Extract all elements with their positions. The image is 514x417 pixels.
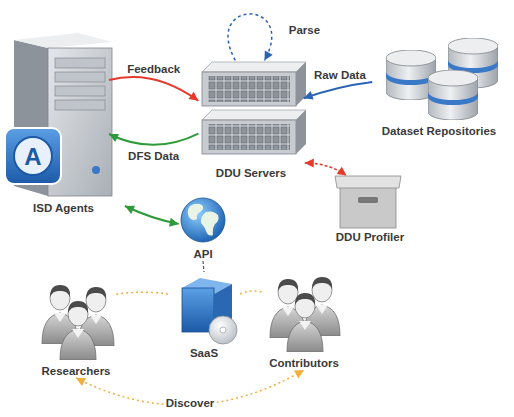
node-label: SaaS [190, 347, 218, 360]
connector [203, 261, 204, 272]
user-group: Researchers [36, 276, 116, 378]
profiler-box [358, 197, 378, 203]
server-tower [14, 33, 112, 196]
connector [109, 77, 198, 101]
contributors-people [287, 293, 323, 352]
app-icon [14, 137, 52, 175]
server-tower [55, 72, 105, 82]
node-label: Dataset Repositories [382, 125, 496, 138]
software-box [182, 278, 237, 344]
software-box [209, 316, 237, 344]
arrowhead [125, 206, 135, 214]
server-tower [14, 33, 112, 48]
rack-server [208, 124, 290, 150]
api-globe: API [176, 197, 230, 261]
researchers-people [60, 301, 96, 360]
server-tower [55, 58, 105, 68]
profiler-box [335, 176, 401, 228]
logo-letter: A [24, 145, 41, 169]
edge-label: Raw Data [312, 69, 368, 82]
server-tower [55, 100, 105, 110]
rack-server [202, 120, 296, 154]
software-box [220, 327, 226, 333]
globe [181, 198, 225, 242]
connector [240, 291, 262, 294]
saas-box: SaaS [168, 272, 240, 360]
app-icon [5, 128, 61, 184]
arrowhead [188, 92, 198, 101]
rack-server [208, 76, 290, 102]
edge-label: DFS Data [126, 149, 181, 162]
rack-server [202, 72, 296, 106]
rack-server [296, 62, 306, 106]
rack-server [202, 62, 306, 72]
node-label: Researchers [41, 365, 110, 378]
software-box [182, 288, 214, 332]
node-label: Contributors [269, 357, 339, 370]
arrowhead [264, 50, 272, 60]
globe [188, 204, 203, 220]
database-cylinders [428, 70, 478, 120]
rack-server [296, 110, 306, 154]
server-tower [55, 86, 105, 96]
data-store: Dataset Repositories [368, 36, 510, 138]
globe [181, 198, 225, 242]
edge-label: Feedback [125, 63, 182, 76]
node-label: ISD Agents [33, 202, 94, 215]
node-label: API [193, 248, 212, 261]
arrowhead [109, 134, 119, 142]
profiler-box [335, 176, 401, 188]
edge-label: Parse [287, 24, 322, 37]
connector [116, 292, 168, 294]
globe [201, 211, 219, 235]
server-agent: ISD Agents [2, 35, 125, 215]
arrowhead [337, 167, 347, 176]
rack-server [202, 62, 306, 154]
arrowhead [304, 91, 314, 99]
rack-server [202, 110, 306, 120]
connector [228, 14, 272, 61]
connector [304, 82, 373, 98]
profiler-box [340, 186, 396, 228]
server-cluster: DDU Servers [195, 58, 307, 180]
researchers-people [42, 285, 114, 360]
arrowhead [76, 378, 86, 386]
node-label: DDU Servers [216, 167, 286, 180]
user-group: Contributors [262, 270, 346, 370]
arrowhead [294, 370, 304, 378]
app-icon [5, 128, 61, 184]
database-cylinders [386, 38, 498, 120]
node-label: DDU Profiler [336, 231, 404, 244]
edge-label: Discover [164, 397, 217, 410]
server-tower [92, 166, 100, 174]
connector [109, 134, 198, 145]
arrowhead [169, 218, 179, 227]
arrowhead [305, 159, 314, 168]
profiler-node: DDU Profiler [328, 172, 412, 244]
contributors-people [270, 277, 340, 352]
